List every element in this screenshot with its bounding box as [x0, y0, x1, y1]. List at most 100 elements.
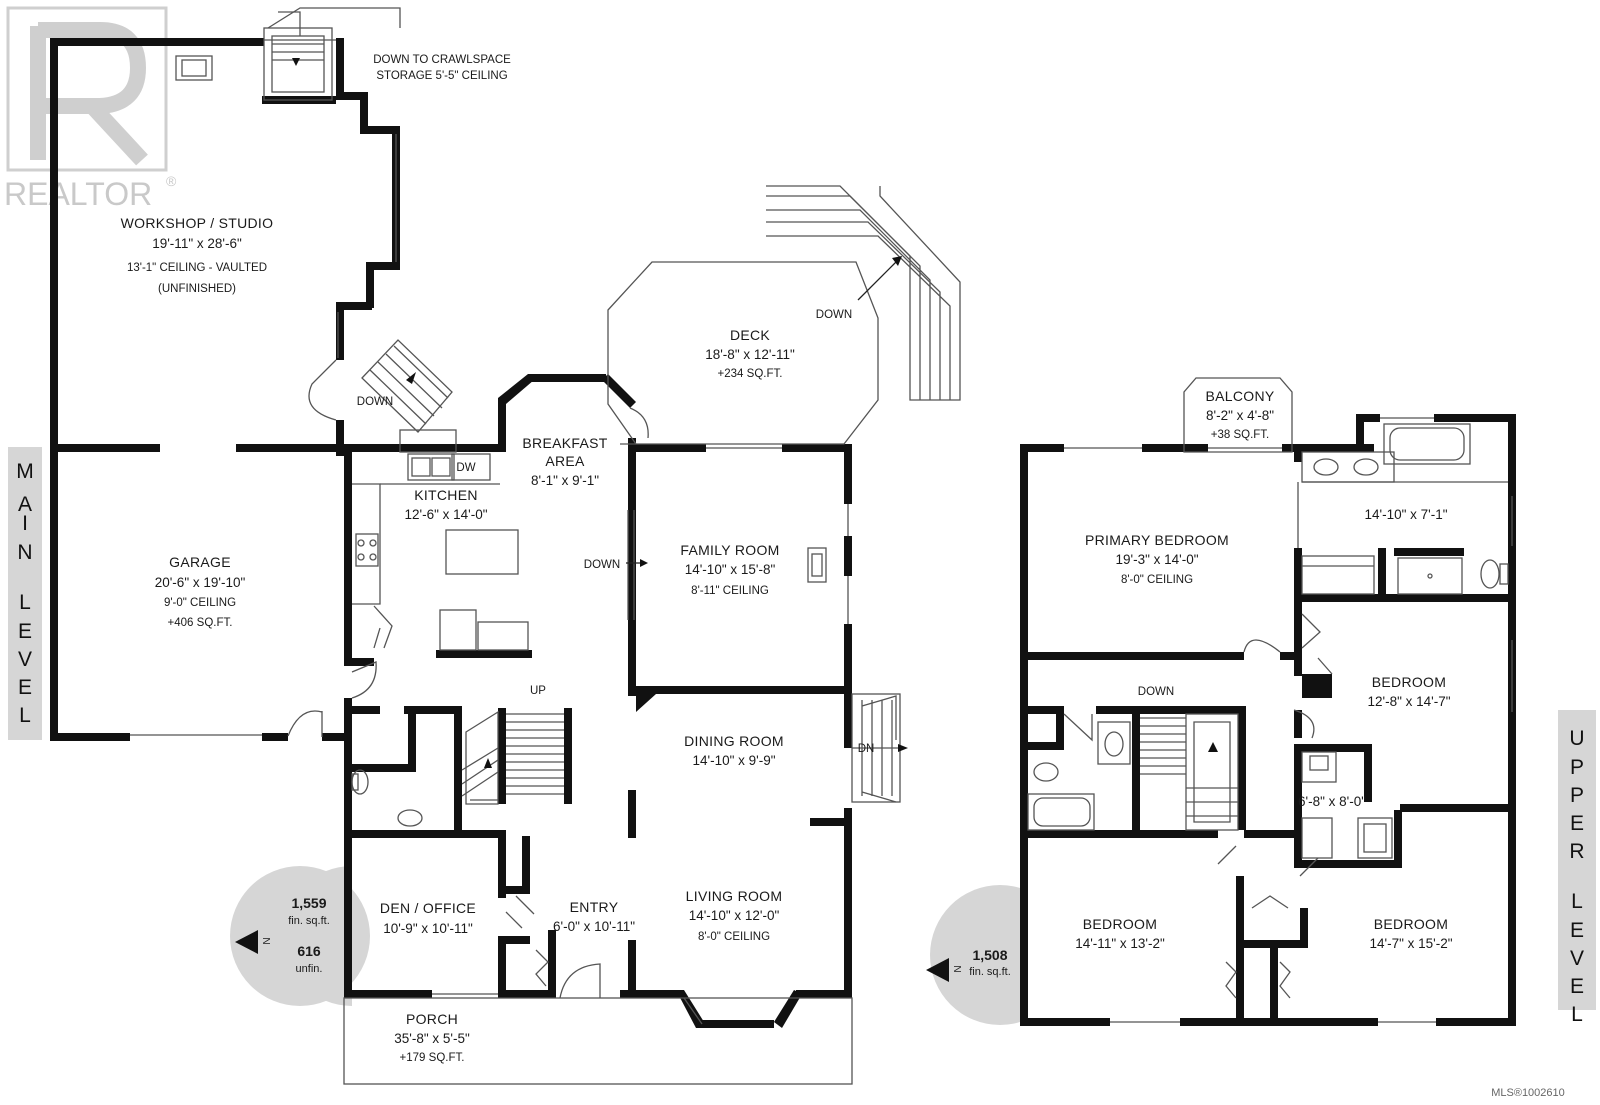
workshop-dims: 19'-11" x 28'-6": [152, 236, 242, 251]
den-name: DEN / OFFICE: [380, 900, 476, 916]
dining-room-name: DINING ROOM: [684, 733, 784, 749]
dishwasher-label: DW: [456, 462, 475, 474]
upper-finished-area: 1,508: [972, 947, 1007, 963]
upper-area-badge: 1,508 fin. sq.ft. N: [926, 880, 1082, 1040]
main-level-letter: N: [17, 541, 32, 564]
north-arrow-icon: [235, 930, 258, 954]
upper-stair-down: DOWN: [1138, 686, 1174, 698]
main-level-letter: E: [18, 676, 32, 699]
bedroom-sw-name: BEDROOM: [1083, 916, 1157, 932]
primary-bedroom-name: PRIMARY BEDROOM: [1085, 532, 1229, 548]
den-dims: 10'-9" x 10'-11": [383, 921, 473, 936]
stair-arrow-icon: [1208, 742, 1218, 752]
family-room-dims: 14'-10" x 15'-8": [685, 562, 776, 577]
main-level-letter: M: [16, 460, 34, 483]
main-level-letter: L: [19, 591, 31, 614]
upper-level-letter: L: [1571, 890, 1583, 913]
entry-dims: 6'-0" x 10'-11": [553, 919, 635, 934]
kitchen-dims: 12'-6" x 14'-0": [404, 507, 487, 522]
upper-level-letter: R: [1569, 840, 1584, 863]
main-level-band: M A I N L E V E L: [8, 447, 42, 740]
main-level-letter: A: [18, 493, 32, 516]
deck-stair-down: DOWN: [816, 309, 852, 321]
garage-dims: 20'-6" x 19'-10": [155, 575, 246, 590]
crawlspace-label-2: STORAGE 5'-5" CEILING: [376, 70, 507, 82]
upper-finished-unit: fin. sq.ft.: [969, 966, 1011, 978]
upper-level-band: U P P E R L E V E L: [1558, 710, 1596, 1026]
balcony-area: +38 SQ.FT.: [1211, 429, 1269, 441]
main-unfinished-unit: unfin.: [296, 963, 323, 975]
kitchen-name: KITCHEN: [414, 487, 478, 503]
upper-level-letter: E: [1570, 919, 1584, 942]
primary-bedroom-dims: 19'-3" x 14'-0": [1115, 552, 1198, 567]
porch-area: +179 SQ.FT.: [400, 1052, 465, 1064]
bedroom-sw-dims: 14'-11" x 13'-2": [1075, 936, 1165, 951]
balcony-dims: 8'-2" x 4'-8": [1206, 408, 1274, 423]
workshop-ceiling: 13'-1" CEILING - VAULTED: [127, 262, 267, 274]
main-level-letter: L: [19, 704, 31, 727]
main-level-letter: E: [18, 620, 32, 643]
porch-name: PORCH: [406, 1011, 458, 1027]
bedroom-se-dims: 14'-7" x 15'-2": [1369, 936, 1452, 951]
main-level-walls: [50, 38, 852, 1028]
workshop-unfinished: (UNFINISHED): [158, 283, 236, 295]
registered-mark: ®: [166, 173, 177, 189]
main-finished-unit: fin. sq.ft.: [288, 915, 330, 927]
crawlspace-label-1: DOWN TO CRAWLSPACE: [373, 54, 511, 66]
deck-dims: 18'-8" x 12'-11": [705, 347, 795, 362]
bedroom-east-dims: 12'-8" x 14'-7": [1367, 694, 1450, 709]
small-bath-dims: 6'-8" x 8'-0": [1298, 794, 1366, 809]
realtor-logo: REALTOR ®: [4, 6, 177, 212]
main-unfinished-area: 616: [297, 943, 321, 959]
realtor-wordmark: REALTOR: [4, 176, 152, 212]
workshop-name: WORKSHOP / STUDIO: [121, 215, 274, 231]
north-label: N: [262, 937, 273, 944]
garage-name: GARAGE: [169, 554, 231, 570]
north-label: N: [953, 965, 964, 972]
upper-level-letter: V: [1570, 947, 1584, 970]
porch-dims: 35'-8" x 5'-5": [394, 1031, 470, 1046]
mls-number: MLS®1002610: [1491, 1087, 1565, 1099]
upper-level-letter: P: [1570, 784, 1584, 807]
main-area-badge: 1,559 fin. sq.ft. 616 unfin. N: [230, 866, 370, 1006]
upper-level-letter: L: [1571, 1003, 1583, 1026]
living-room-dims: 14'-10" x 12'-0": [689, 908, 780, 923]
stair-arrow-icon: [640, 559, 648, 567]
ensuite-dims: 14'-10" x 7'-1": [1364, 507, 1447, 522]
living-room-ceiling: 8'-0" CEILING: [698, 931, 770, 943]
family-room-ceiling: 8'-11" CEILING: [691, 585, 769, 597]
dining-stair-dn: DN: [858, 743, 875, 755]
breakfast-dims: 8'-1" x 9'-1": [531, 473, 599, 488]
main-level-details: [130, 7, 961, 1085]
main-finished-area: 1,559: [291, 895, 326, 911]
upper-level-details: [1027, 377, 1513, 1023]
breakfast-name-2: AREA: [545, 453, 585, 469]
entry-name: ENTRY: [570, 899, 619, 915]
upper-level-letter: E: [1570, 812, 1584, 835]
garage-ceiling: 9'-0" CEILING: [164, 597, 236, 609]
main-level-letter: I: [22, 512, 28, 535]
garage-area: +406 SQ.FT.: [168, 617, 233, 629]
upper-level-letter: P: [1570, 756, 1584, 779]
upper-level-letter: U: [1569, 727, 1584, 750]
stair-arrow-icon: [892, 256, 902, 266]
north-arrow-icon: [926, 958, 949, 982]
stair-arrow-icon: [406, 372, 416, 384]
upper-level-letter: E: [1570, 975, 1584, 998]
dining-room-dims: 14'-10" x 9'-9": [692, 753, 775, 768]
main-level-letter: V: [18, 648, 32, 671]
stair-arrow-icon: [898, 744, 908, 752]
deck-area: +234 SQ.FT.: [718, 368, 783, 380]
living-room-name: LIVING ROOM: [686, 888, 783, 904]
stair-arrow-icon: [292, 58, 300, 66]
upper-level-walls: [1020, 414, 1516, 1026]
workshop-stair-down: DOWN: [357, 396, 393, 408]
upper-level-labels: BALCONY 8'-2" x 4'-8" +38 SQ.FT. 14'-10"…: [1075, 388, 1452, 951]
main-level-labels: DOWN TO CRAWLSPACE STORAGE 5'-5" CEILING…: [121, 54, 875, 1064]
stair-arrow-icon: [484, 758, 492, 768]
breakfast-name-1: BREAKFAST: [522, 435, 607, 451]
bedroom-east-name: BEDROOM: [1372, 674, 1446, 690]
family-room-name: FAMILY ROOM: [680, 542, 779, 558]
stair-up: UP: [530, 685, 546, 697]
